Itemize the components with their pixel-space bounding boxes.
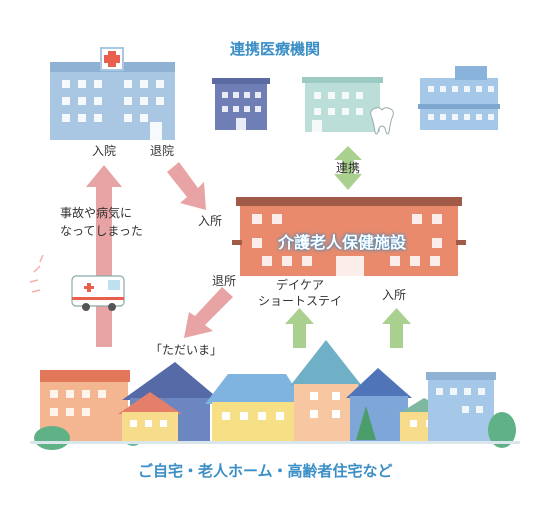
admission-arrow xyxy=(86,165,122,347)
home-admit-label: 入所 xyxy=(382,288,407,302)
accident-text-line1: 事故や病気に xyxy=(60,206,133,220)
clinic-building-illustration xyxy=(212,78,270,130)
daycare-label: デイケア xyxy=(276,278,325,292)
care-facility-building xyxy=(232,197,466,276)
accident-text-line2: なってしまった xyxy=(60,224,143,238)
admit-label: 入院 xyxy=(92,144,117,158)
town-illustration xyxy=(30,340,520,450)
home-title: ご自宅・老人ホーム・高齢者住宅など xyxy=(138,462,393,480)
admit-from-home-arrow xyxy=(382,308,411,348)
care-facility-name: 介護老人保健施設 xyxy=(278,233,407,252)
daycare-arrow xyxy=(285,308,314,348)
dental-clinic-illustration xyxy=(302,77,394,135)
cooperation-label: 連携 xyxy=(336,161,361,175)
leave-facility-arrow xyxy=(184,287,233,338)
main-hospital-illustration xyxy=(50,47,175,140)
discharge-to-facility-arrow xyxy=(167,162,206,210)
leave-label: 退所 xyxy=(212,274,237,288)
medical-institutions-title: 連携医療機関 xyxy=(230,40,321,58)
discharge-label: 退院 xyxy=(150,144,175,158)
ambulance-illustration xyxy=(29,254,125,311)
tadaima-label: 「ただいま」 xyxy=(150,343,223,357)
cooperation-arrow xyxy=(334,146,362,190)
facility-admit-label: 入所 xyxy=(198,214,223,228)
tooth-icon xyxy=(370,107,394,135)
short-stay-label: ショートステイ xyxy=(258,294,343,308)
large-hospital-illustration xyxy=(418,66,500,130)
